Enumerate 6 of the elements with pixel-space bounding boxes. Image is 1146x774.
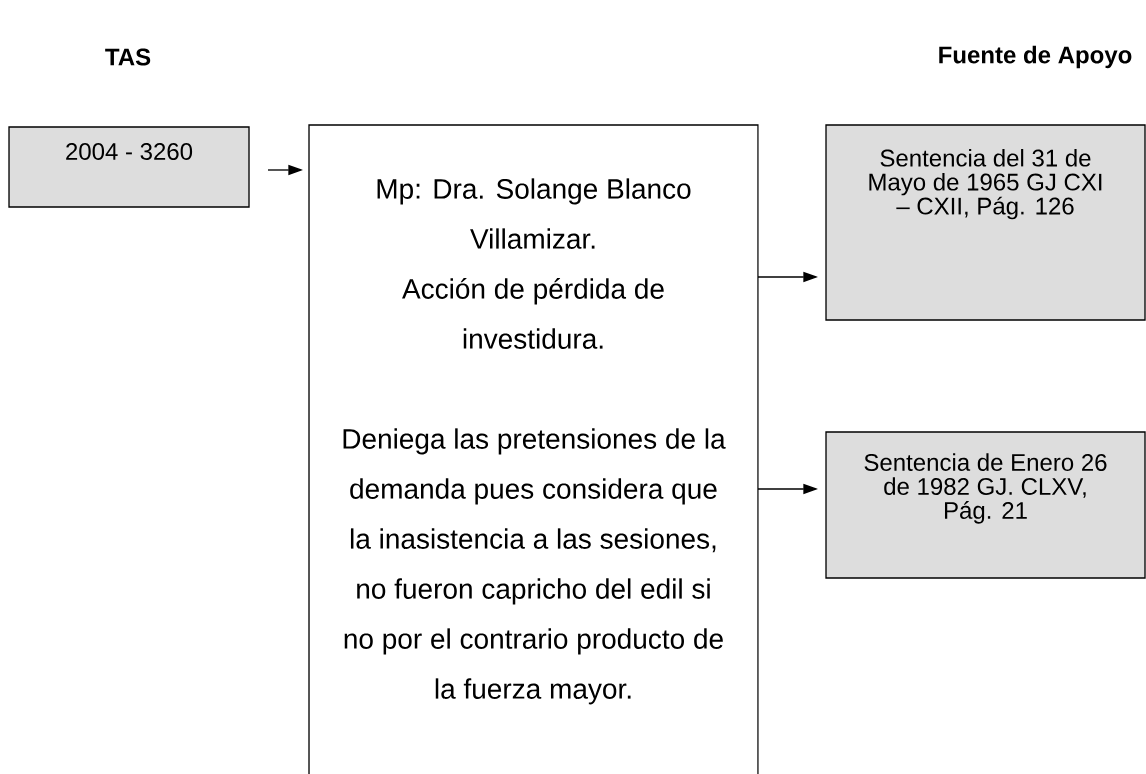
summary-box: Mp: Dra. Solange Blanco Villamizar. Acción de pérdida de investidura. Deniega las pretensiones de la demanda pues considera que la inasistencia a las sesiones, no fueron capricho del edil si no por el contrario producto de la fuerza mayor.: [308, 124, 759, 774]
column-heading: Fuente de Apoyo: [939, 45, 1132, 69]
source-box: Sentencia del 31 de Mayo de 1965 GJ CXI – CXII, Pág. 126: [825, 124, 1146, 321]
year-box: 2004 - 3260: [8, 126, 250, 208]
column-heading: TAS: [105, 48, 151, 66]
source-box: Sentencia de Enero 26 de 1982 GJ. CLXV, Pág. 21: [825, 431, 1146, 579]
